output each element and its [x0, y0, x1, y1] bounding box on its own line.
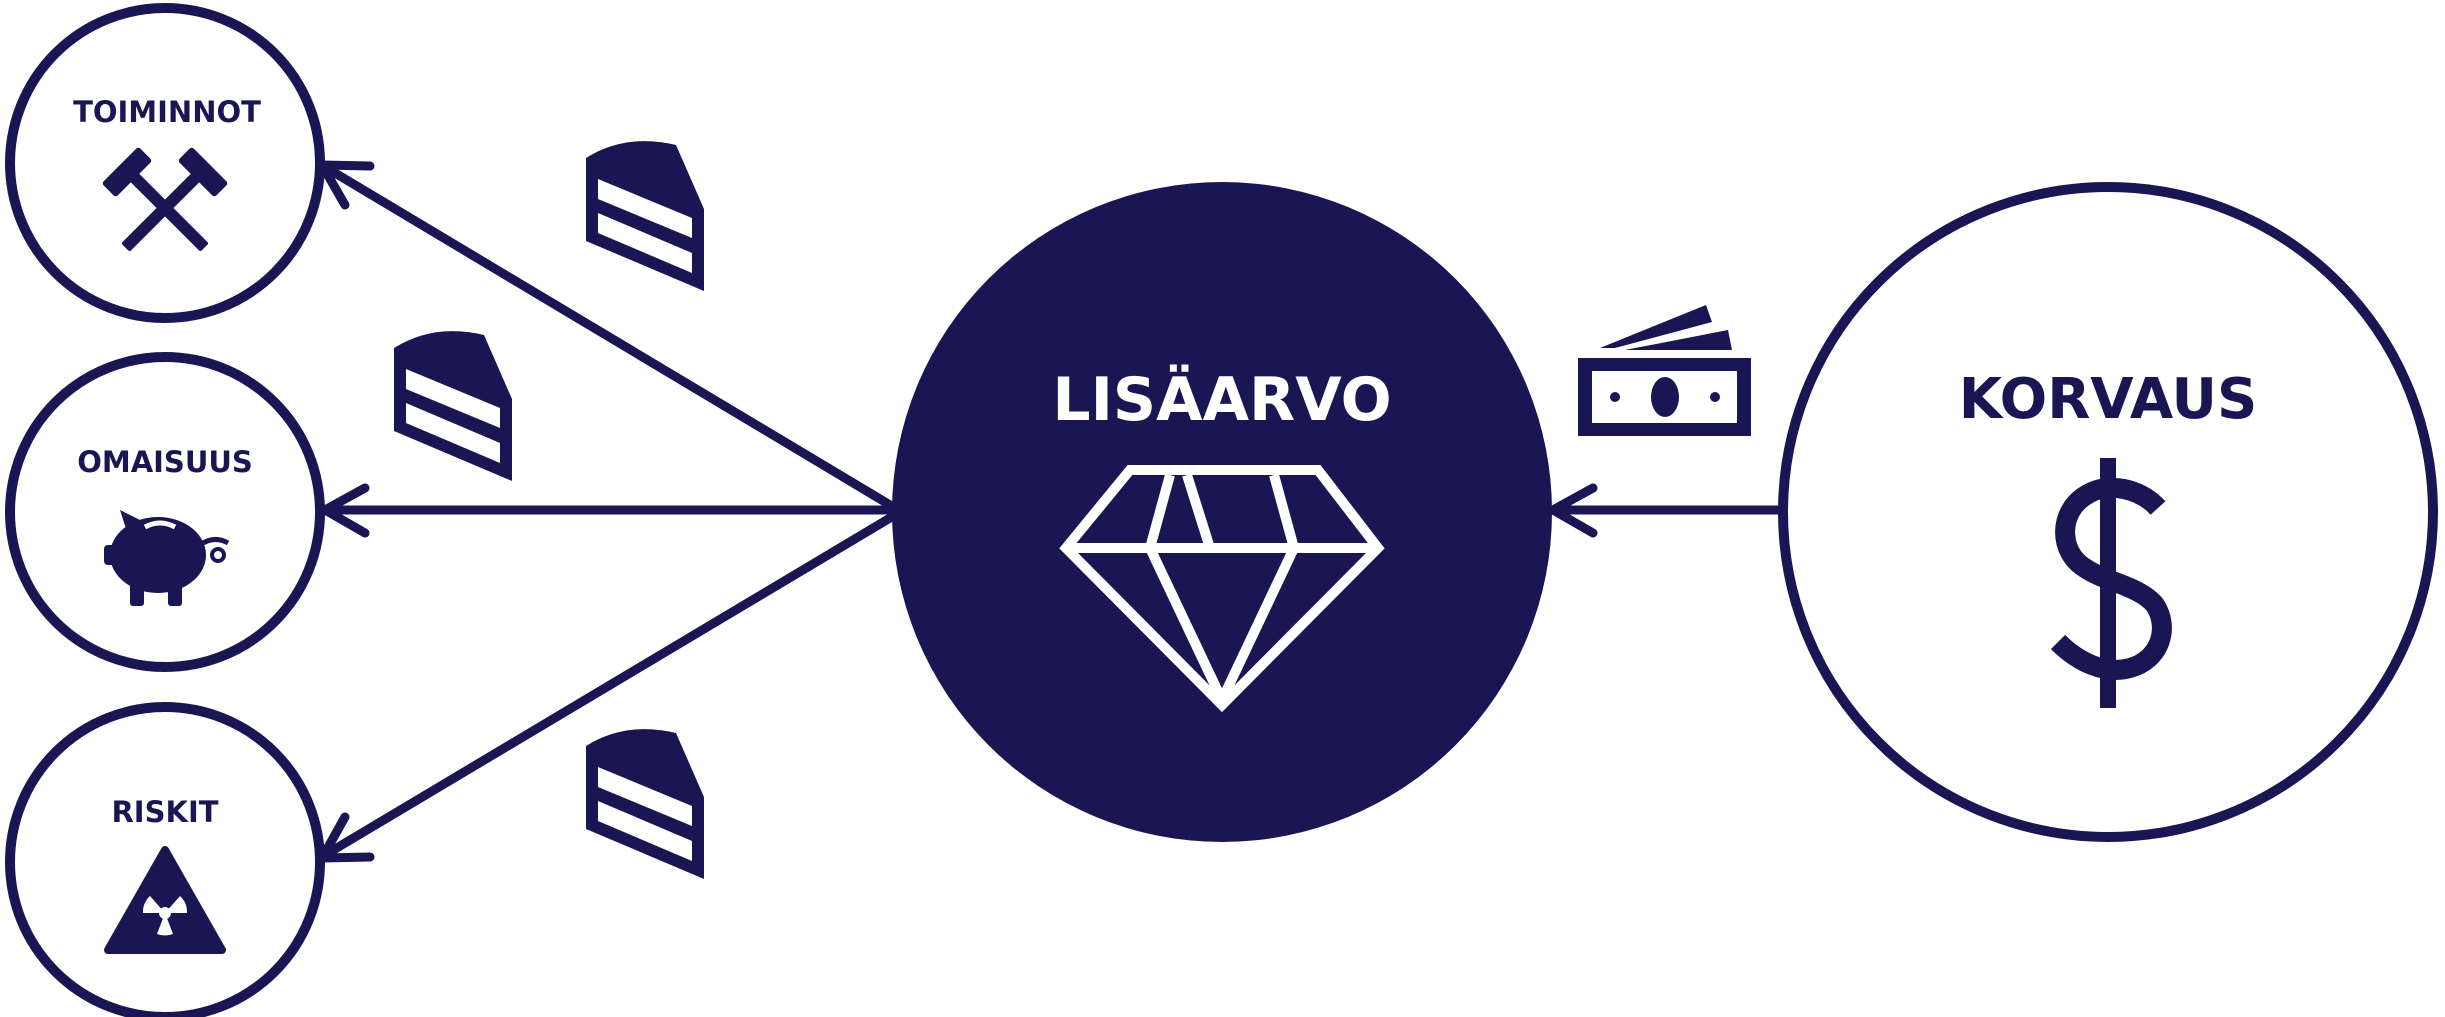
money-icon	[1578, 305, 1751, 436]
node-label-toiminnot: TOIMINNOT	[73, 95, 261, 129]
node-riskit: RISKIT	[5, 702, 325, 1017]
cake-slice-icon	[586, 141, 704, 291]
node-label-riskit: RISKIT	[111, 795, 218, 829]
node-toiminnot: TOIMINNOT	[5, 3, 325, 323]
diamond-icon	[1059, 465, 1385, 713]
dollar-sign-icon	[2050, 458, 2172, 708]
arrow-to-omaisuus	[320, 483, 895, 538]
arrow-from-korvaus	[1548, 483, 1785, 538]
tools-icon	[102, 147, 228, 252]
radiation-warning-icon	[104, 846, 226, 954]
node-korvaus: KORVAUS	[1778, 182, 2438, 842]
cake-slice-icon	[586, 729, 704, 879]
piggy-bank-icon	[104, 510, 230, 606]
node-label-korvaus: KORVAUS	[1959, 367, 2258, 432]
node-label-omaisuus: OMAISUUS	[77, 445, 253, 479]
node-lisaarvo: LISÄARVO	[892, 182, 1552, 842]
node-omaisuus: OMAISUUS	[5, 352, 325, 672]
cake-slice-icon	[394, 331, 512, 481]
node-label-lisaarvo: LISÄARVO	[1052, 363, 1391, 435]
